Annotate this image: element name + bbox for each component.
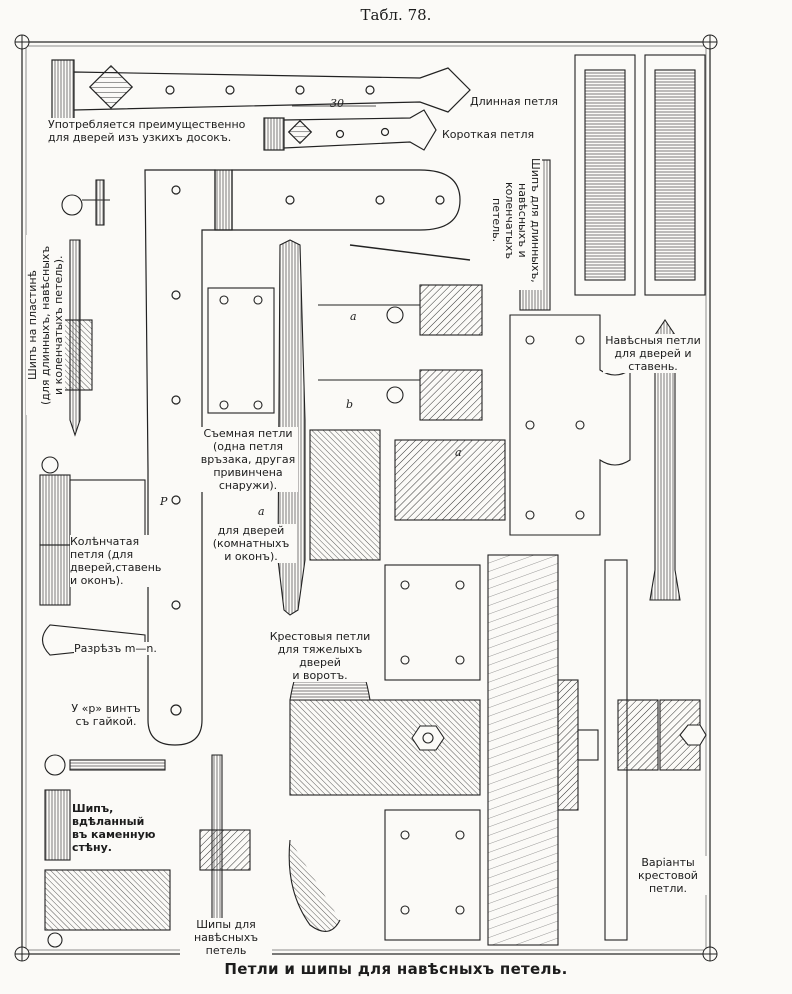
long-strap-hinge — [51, 59, 471, 121]
label-short-hinge: Короткая петля — [442, 128, 535, 141]
letter-p: P — [160, 495, 168, 508]
knee-hinge — [39, 456, 146, 656]
l-plate-hinge — [144, 169, 461, 746]
short-hinge — [263, 105, 437, 151]
cross-hinge-variants — [604, 559, 707, 941]
mortise-detail-sections — [318, 244, 506, 521]
label-long-hinge: Длинная петля — [470, 95, 559, 108]
plate-border — [14, 34, 718, 962]
label-rooms-doors: для дверей (комнатныхъ и оконъ). — [205, 524, 297, 563]
label-screw: У «р» винтъ съ гайкой. — [70, 702, 142, 728]
cross-hinge — [289, 564, 481, 941]
hanging-hinge-plate — [509, 314, 681, 601]
wood-post-section — [487, 554, 599, 946]
label-wall-pin: Шипъ, вдѣланный въ каменную стѣну. — [72, 802, 180, 854]
label-narrow-boards: Употребляется преимущественно для дверей… — [48, 118, 246, 144]
letter-a-3: a — [258, 505, 265, 518]
wall-pin — [44, 754, 171, 948]
label-section: Разрѣзъ m—n. — [74, 642, 157, 655]
label-hanging-hinge: Навѣсныя петли для дверей и ставень. — [603, 334, 703, 373]
label-cross-hinge: Крестовыя петли для тяжелыхъ дверей и во… — [260, 630, 380, 682]
letter-b: b — [346, 398, 354, 411]
lift-off-hinge — [207, 239, 381, 616]
plate-pin — [59, 179, 110, 437]
label-cross-variants: Варіанты крестовой петли. — [628, 856, 708, 895]
label-long-hinge-pin: Шипъ для длинныхъ, навѣсныхъ и коленчаты… — [490, 150, 542, 290]
label-knee-hinge: Колѣнчатая петля (для дверей,ставень и о… — [70, 535, 162, 587]
plate-title: Табл. 78. — [360, 6, 432, 24]
label-lift-off-hinge: Съемная петли (одна петля връзака, друга… — [198, 427, 298, 492]
label-hanging-pins: Шипы для навѣсныхъ петель — [180, 918, 272, 957]
letter-a: a — [350, 310, 357, 323]
label-dimension: 30 — [330, 97, 344, 110]
label-plate-pin: Шипъ на пластинѣ (для длинныхъ, навѣсных… — [26, 235, 65, 415]
plate-caption: Петли и шипы для навѣсныхъ петель. — [224, 960, 568, 978]
letter-a-2: a — [455, 446, 462, 459]
shutter-sketch — [574, 54, 706, 296]
